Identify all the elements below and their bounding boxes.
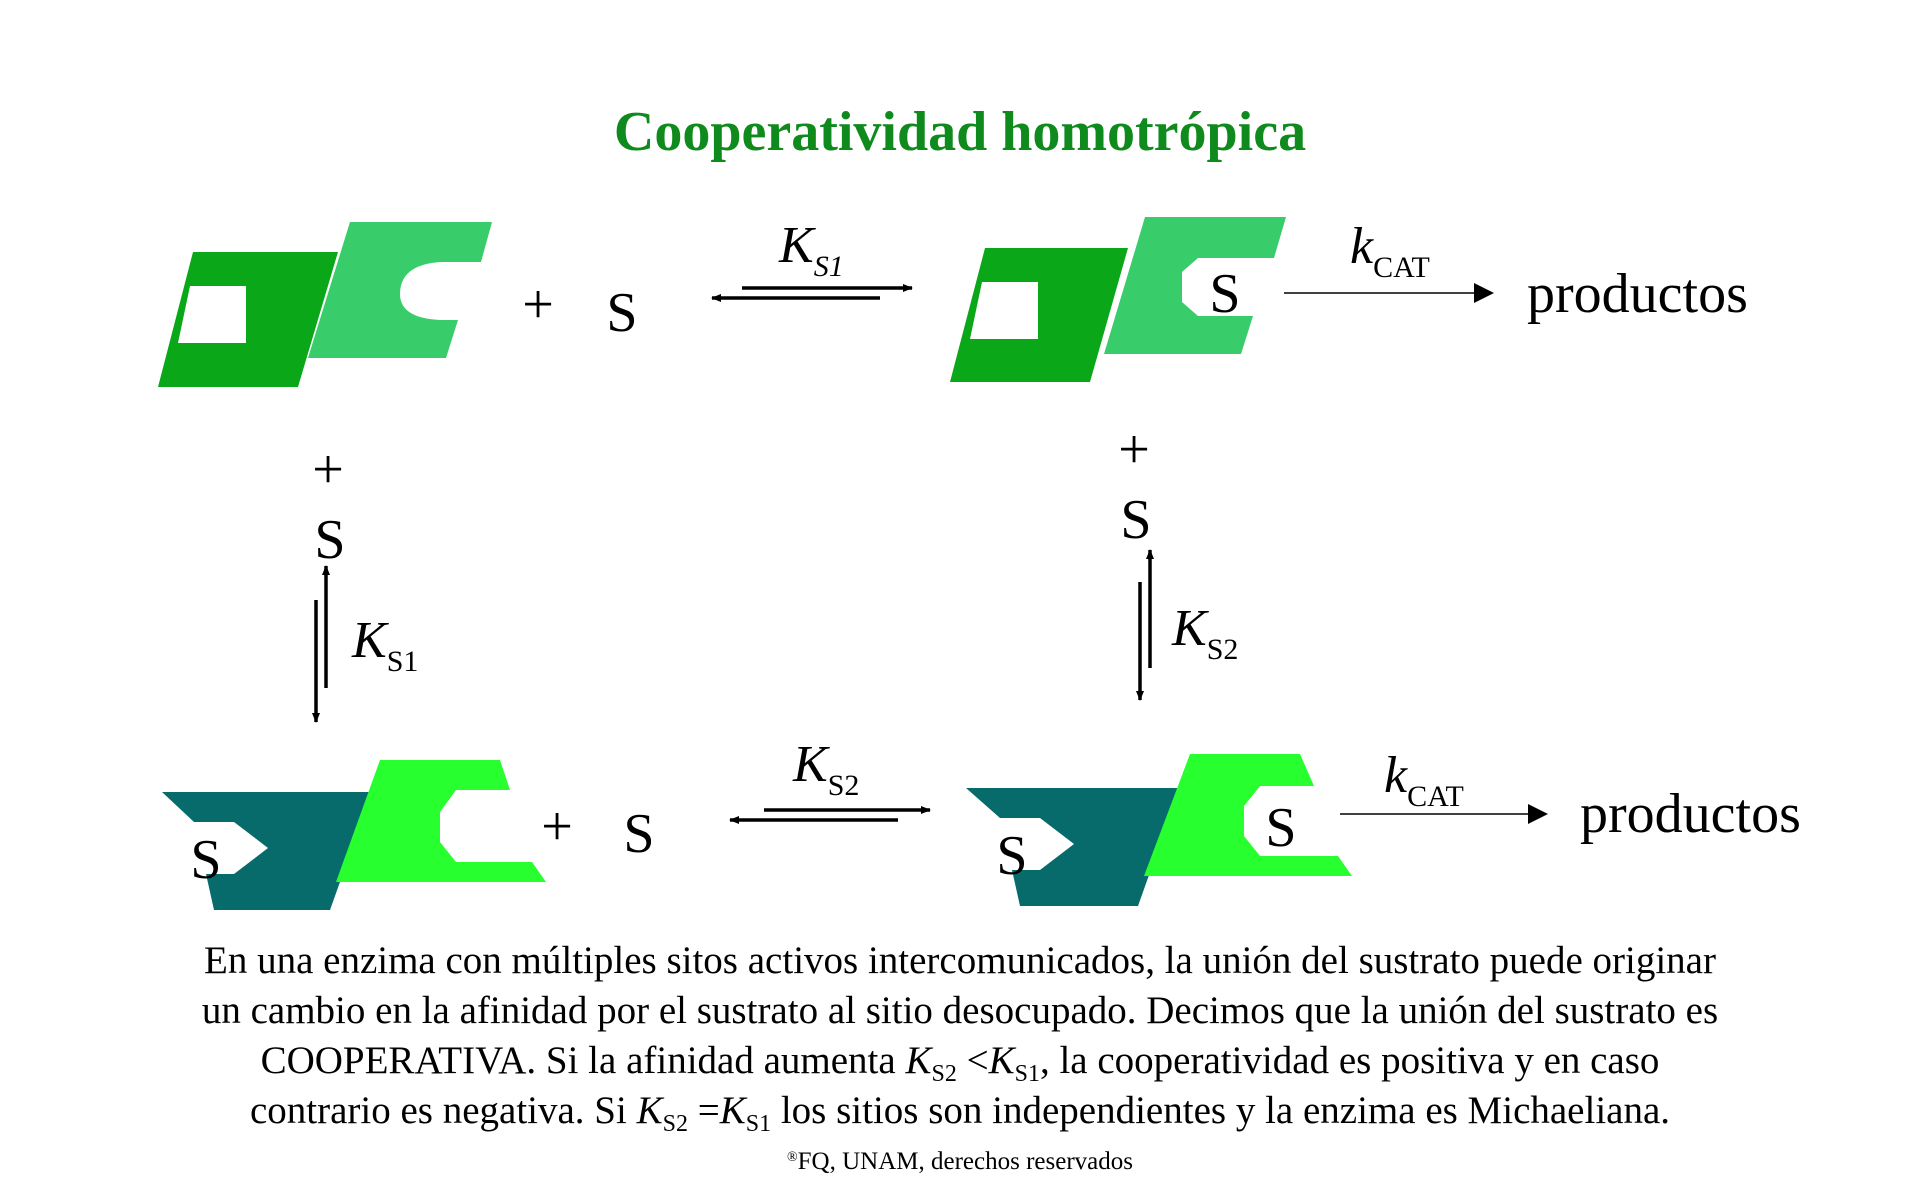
equilibrium-arrow-left [312, 565, 330, 723]
enzyme-free [158, 222, 492, 387]
subunit-light-green [1104, 217, 1286, 354]
ks1-label-left: KS1 [351, 612, 418, 678]
subunit-bright-green [1144, 754, 1352, 876]
enzyme-two-bound [966, 754, 1352, 906]
plus-sign: + [312, 439, 344, 501]
substrate-label: S [623, 803, 654, 865]
page-title: Cooperatividad homotrópica [613, 101, 1307, 163]
caption-line-4: contrario es negativa. Si KS2 =KS1 los s… [249, 1089, 1671, 1137]
products-label-bottom: productos [1580, 783, 1801, 845]
bound-substrate-label: S [190, 829, 221, 891]
ks1-label-top: KS1 [778, 217, 844, 283]
plus-sign: + [522, 274, 554, 336]
bound-substrate-label: S [1209, 263, 1240, 325]
kcat-label-top: kCAT [1350, 218, 1430, 284]
kcat-label-bottom: kCAT [1384, 747, 1464, 813]
enzyme-one-bound-bottom [162, 760, 546, 910]
subunit-teal [966, 788, 1180, 906]
bound-substrate-label: S [996, 825, 1027, 887]
substrate-label: S [314, 509, 345, 571]
equilibrium-arrow-right [1136, 549, 1154, 701]
subunit-teal [162, 792, 372, 910]
copyright-notice: ®FQ, UNAM, derechos reservados [787, 1148, 1133, 1175]
equilibrium-arrow-bottom [729, 806, 931, 824]
subunit-bright-green [336, 760, 546, 882]
plus-sign: + [1118, 419, 1150, 481]
caption-line-1: En una enzima con múltiples sitos activo… [204, 939, 1716, 982]
subunit-light-green [308, 222, 492, 358]
substrate-label: S [606, 282, 637, 344]
bound-substrate-label: S [1265, 797, 1296, 859]
subunit-dark-green [158, 252, 338, 387]
equilibrium-arrow-top [711, 284, 913, 302]
enzyme-one-bound-top [950, 217, 1286, 382]
caption-line-3: COOPERATIVA. Si la afinidad aumenta KS2 … [260, 1039, 1660, 1087]
products-label-top: productos [1527, 263, 1748, 325]
plus-sign: + [541, 796, 573, 858]
caption: En una enzima con múltiples sitos activo… [60, 936, 1860, 1136]
ks2-label-right: KS2 [1171, 600, 1238, 666]
caption-line-2: un cambio en la afinidad por el sustrato… [201, 989, 1719, 1032]
substrate-label: S [1120, 489, 1151, 551]
subunit-dark-green [950, 248, 1128, 382]
ks2-label-bottom: KS2 [792, 736, 859, 802]
